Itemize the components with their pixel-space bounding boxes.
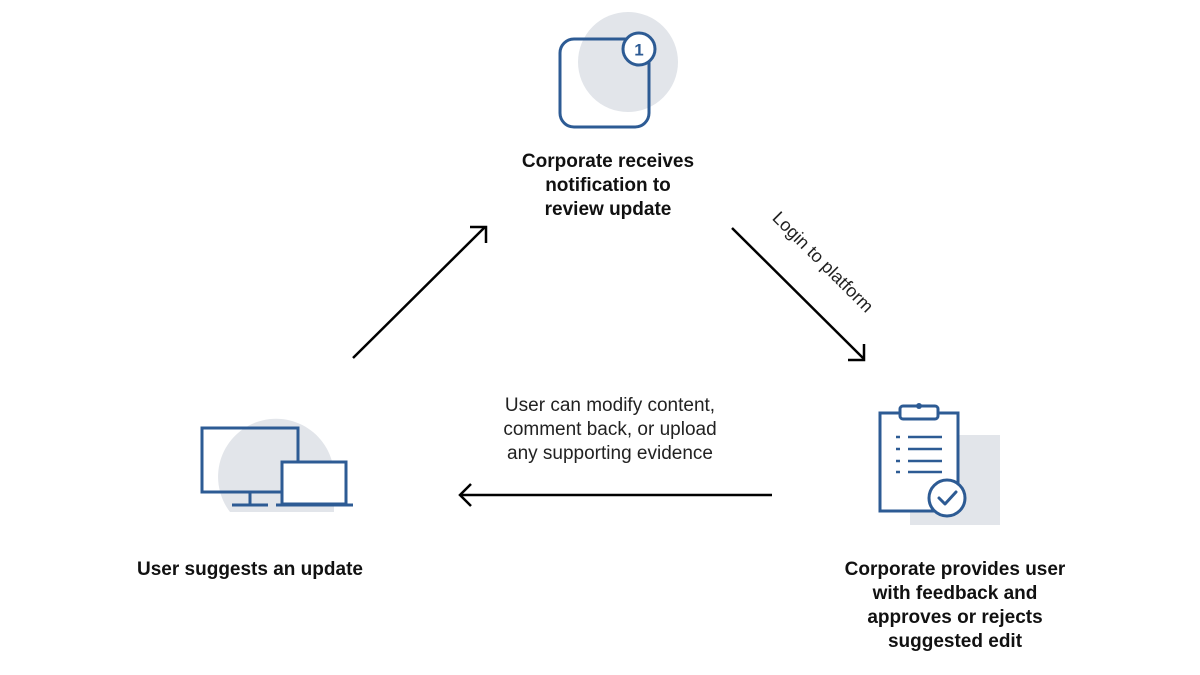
feedback-note-line: User can modify content, [504, 395, 716, 416]
feedback-note-line: comment back, or upload [503, 419, 717, 440]
submit-arrow-head [470, 225, 488, 243]
arrow-up-right-icon [352, 225, 488, 359]
step-review-label: Corporate provides user with feedback an… [800, 558, 1110, 654]
arrow-down-right-icon [731, 227, 866, 362]
step-review-line: Corporate provides user [844, 559, 1066, 580]
check-circle [927, 478, 967, 518]
login-arrow-shaft [731, 227, 865, 360]
feedback-arrow-head [458, 483, 472, 507]
submit-arrow-shaft [352, 226, 486, 359]
step-review-line: approves or rejects [867, 607, 1043, 628]
notification-square [558, 37, 651, 129]
step-suggest-line: User suggests an update [137, 559, 363, 580]
clipboard-check-icon [878, 403, 1000, 525]
notification-badge [621, 31, 657, 67]
step-notification-line: Corporate receives [521, 151, 695, 172]
arrow-left-icon [458, 483, 772, 507]
feedback-note: User can modify content, comment back, o… [440, 394, 780, 466]
feedback-note-line: any supporting evidence [507, 443, 713, 464]
step-notification-line: notification to [545, 175, 671, 196]
laptop-screen [280, 460, 348, 506]
desktop-laptop-icon [200, 418, 353, 512]
notification-badge-count: 1 [634, 41, 643, 60]
check-mark [937, 490, 958, 506]
step-suggest-label: User suggests an update [90, 558, 410, 582]
login-arrow-head [848, 344, 866, 362]
clipboard-lines [896, 435, 942, 474]
notification-badge-icon: 1 [558, 12, 678, 129]
step-review-line: suggested edit [887, 631, 1023, 652]
step-notification-line: review update [544, 199, 672, 220]
step-notification-label: Corporate receives notification to revie… [458, 150, 758, 222]
clipboard-clip-hole [916, 403, 922, 409]
step-review-line: with feedback and [872, 583, 1038, 604]
